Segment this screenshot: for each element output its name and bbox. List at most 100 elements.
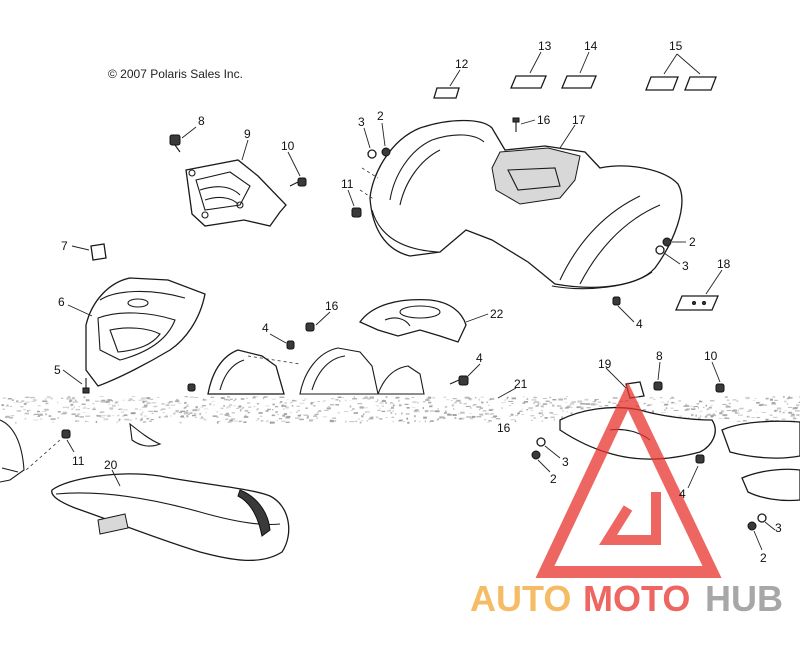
noise-speck <box>446 399 450 401</box>
noise-speck <box>75 409 80 411</box>
noise-speck <box>306 416 309 419</box>
noise-speck <box>405 398 410 400</box>
noise-speck <box>423 416 427 419</box>
noise-speck <box>67 396 71 398</box>
noise-speck <box>193 397 199 398</box>
noise-speck <box>143 415 147 417</box>
noise-speck <box>398 404 402 407</box>
noise-speck <box>580 407 584 410</box>
noise-speck <box>199 417 205 420</box>
noise-speck <box>328 406 330 407</box>
noise-speck <box>313 405 316 407</box>
lead-21 <box>497 387 517 399</box>
noise-speck <box>549 396 551 399</box>
noise-speck <box>146 417 149 420</box>
noise-speck <box>460 411 465 414</box>
noise-speck <box>119 408 123 410</box>
noise-speck <box>252 397 256 399</box>
noise-speck <box>66 397 72 400</box>
noise-speck <box>792 417 798 419</box>
noise-speck <box>115 401 119 403</box>
noise-speck <box>306 416 309 419</box>
noise-speck <box>430 420 434 422</box>
noise-speck <box>417 401 419 404</box>
noise-speck <box>69 399 73 402</box>
noise-speck <box>95 400 100 402</box>
noise-speck <box>731 410 737 412</box>
noise-speck <box>225 412 229 414</box>
noise-speck <box>335 404 339 406</box>
callout-16-mid: 16 <box>325 299 339 313</box>
noise-speck <box>127 399 130 401</box>
noise-speck <box>151 402 157 404</box>
noise-speck <box>368 418 370 420</box>
noise-speck <box>454 416 457 419</box>
noise-speck <box>180 415 185 418</box>
noise-speck <box>349 400 352 402</box>
noise-speck <box>276 420 278 421</box>
noise-speck <box>480 396 484 398</box>
noise-speck <box>580 403 586 405</box>
noise-speck <box>265 405 270 407</box>
noise-speck <box>663 404 667 406</box>
watermark-moto: MOTO <box>583 578 690 619</box>
screw-11-bottom <box>25 429 75 471</box>
front-hood-6 <box>67 277 206 387</box>
noise-speck <box>491 417 496 418</box>
noise-speck <box>469 413 473 414</box>
noise-speck <box>314 413 319 415</box>
noise-speck <box>604 405 609 407</box>
noise-speck <box>76 413 81 415</box>
noise-speck <box>212 404 215 406</box>
noise-speck <box>229 398 233 400</box>
noise-speck <box>534 401 539 403</box>
noise-speck <box>99 412 103 413</box>
noise-speck <box>16 400 19 403</box>
noise-speck <box>216 411 218 413</box>
noise-speck <box>96 415 99 416</box>
noise-speck <box>117 415 119 417</box>
noise-speck <box>239 409 242 412</box>
noise-speck <box>272 398 276 400</box>
noise-speck <box>225 418 229 420</box>
noise-speck <box>698 417 701 420</box>
callout-12: 12 <box>455 57 469 71</box>
callout-2-right: 2 <box>689 235 696 249</box>
noise-speck <box>670 402 673 404</box>
noise-speck <box>83 412 85 413</box>
noise-speck <box>70 403 74 406</box>
noise-speck <box>718 418 723 419</box>
noise-speck <box>101 399 106 402</box>
noise-speck <box>311 401 315 403</box>
noise-speck <box>38 414 40 417</box>
noise-speck <box>738 414 743 416</box>
noise-speck <box>664 409 666 411</box>
noise-speck <box>538 402 541 404</box>
noise-speck <box>13 402 16 404</box>
noise-speck <box>280 401 283 403</box>
callout-4-center: 4 <box>476 351 483 365</box>
noise-speck <box>303 414 309 416</box>
noise-speck <box>271 414 276 417</box>
noise-speck <box>309 419 315 420</box>
noise-speck <box>543 403 548 405</box>
noise-speck <box>274 406 279 408</box>
noise-speck <box>124 418 130 421</box>
noise-speck <box>412 401 417 403</box>
noise-speck <box>234 399 236 401</box>
noise-speck <box>478 398 480 401</box>
noise-speck <box>109 407 114 410</box>
noise-speck <box>722 414 728 417</box>
noise-speck <box>107 403 111 405</box>
noise-speck <box>375 401 378 403</box>
noise-speck <box>459 417 465 420</box>
noise-speck <box>540 405 544 408</box>
noise-speck <box>395 397 401 398</box>
noise-speck <box>792 413 794 415</box>
noise-speck <box>363 397 368 399</box>
noise-speck <box>533 402 535 405</box>
noise-speck <box>392 420 394 423</box>
noise-speck <box>737 409 739 412</box>
noise-speck <box>332 417 337 419</box>
noise-speck <box>423 401 426 403</box>
